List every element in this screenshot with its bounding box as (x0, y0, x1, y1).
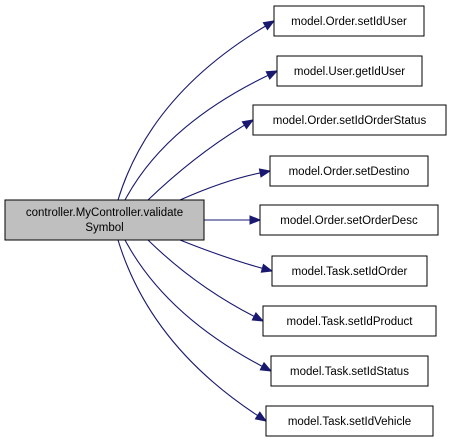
callee-node[interactable]: model.Order.setIdUser (273, 5, 425, 37)
callee-node[interactable]: model.Order.setDestino (269, 155, 429, 187)
arrowhead-icon (265, 70, 279, 80)
callee-node-label: model.Task.setIdStatus (290, 366, 409, 378)
arrowhead-icon (251, 311, 265, 322)
arrowhead-icon (241, 119, 255, 130)
arrowhead-icon (254, 411, 268, 422)
callee-node[interactable]: model.Order.setOrderDesc (259, 204, 439, 236)
callee-node-label: model.Task.setIdProduct (287, 316, 414, 328)
root-node[interactable]: controller.MyController.validate Symbol (4, 199, 205, 241)
callee-node-label: model.Order.setIdOrderStatus (273, 115, 427, 127)
arrowhead-icon (259, 361, 273, 372)
callee-node-box (259, 204, 439, 236)
callee-node-box (271, 255, 428, 287)
root-node-label-line-2: Symbol (85, 222, 123, 234)
call-edge (147, 124, 245, 201)
callee-node[interactable]: model.Task.setIdStatus (270, 355, 429, 387)
callee-node[interactable]: model.User.getIdUser (276, 55, 423, 87)
callee-node-box (262, 305, 437, 337)
arrowhead-icon (262, 20, 276, 31)
call-edge (117, 25, 266, 201)
callee-node-box (270, 355, 429, 387)
callee-node-box (273, 5, 425, 37)
callee-node-label: model.Task.setIdOrder (292, 266, 408, 278)
callee-node-label: model.Task.setIdVehicle (288, 416, 411, 428)
callee-node[interactable]: model.Task.setIdVehicle (265, 405, 434, 437)
callee-node-label: model.User.getIdUser (294, 66, 405, 78)
callee-node-label: model.Order.setOrderDesc (280, 215, 418, 227)
call-edge (117, 239, 258, 416)
arrowhead-icon (260, 263, 274, 273)
callee-node-label: model.Order.setIdUser (291, 16, 407, 28)
callee-node-box (269, 155, 429, 187)
callee-node-box (265, 405, 434, 437)
callee-node-box (276, 55, 423, 87)
root-node-box (4, 199, 205, 241)
call-edge (179, 172, 261, 201)
graph-nodes: controller.MyController.validate Symbol … (4, 5, 447, 437)
arrowhead-icon (249, 215, 262, 225)
call-edge (147, 239, 255, 317)
callee-node-box (252, 104, 447, 136)
call-edge (124, 74, 269, 201)
call-edge (124, 239, 263, 367)
callee-node[interactable]: model.Task.setIdOrder (271, 255, 428, 287)
callee-node[interactable]: model.Task.setIdProduct (262, 305, 437, 337)
callee-node-label: model.Order.setDestino (289, 166, 410, 178)
call-edges (117, 20, 279, 422)
arrowhead-icon (258, 168, 272, 178)
callee-node[interactable]: model.Order.setIdOrderStatus (252, 104, 447, 136)
call-edge (179, 239, 263, 269)
root-node-label-line-1: controller.MyController.validate (26, 207, 183, 219)
